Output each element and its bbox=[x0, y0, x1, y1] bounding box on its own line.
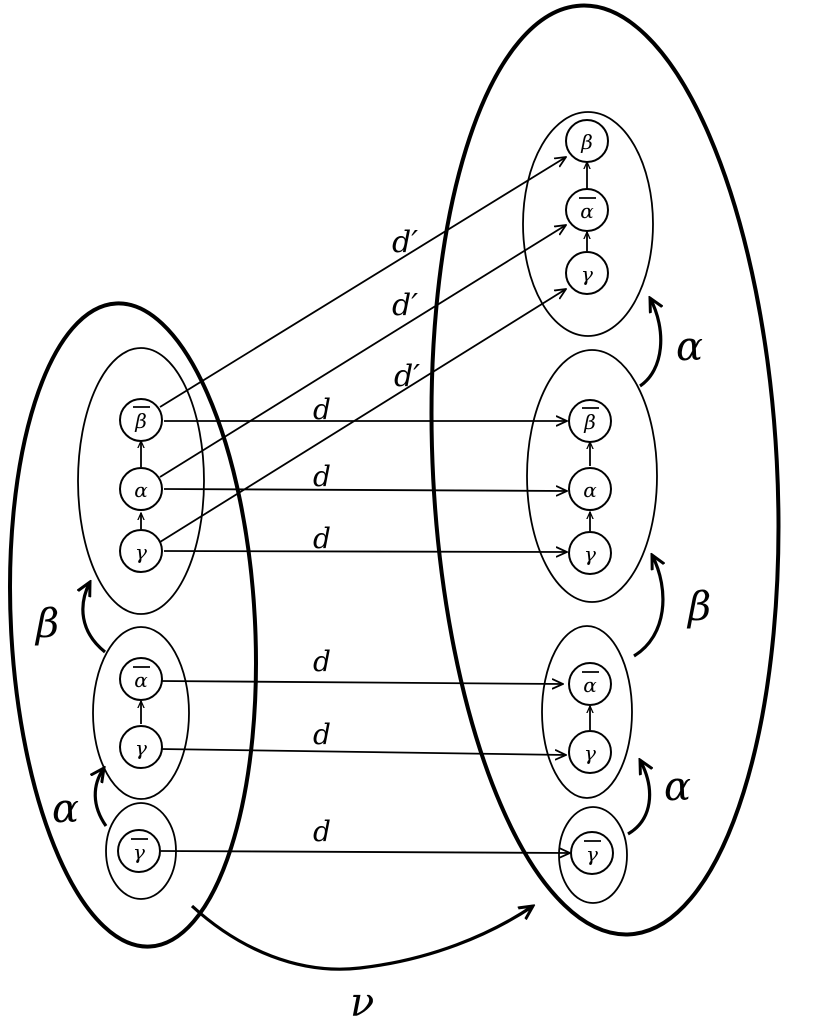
node-left-gamma-2 bbox=[119, 725, 163, 769]
curve-left-beta bbox=[83, 582, 107, 654]
right-big-ellipse bbox=[429, 3, 781, 937]
edge-label-d: d bbox=[313, 393, 331, 426]
node-label: β bbox=[580, 130, 593, 154]
left-top-group bbox=[77, 347, 205, 615]
node-label: β bbox=[583, 410, 596, 434]
left-big-ellipse bbox=[8, 301, 258, 949]
node-label: γ bbox=[584, 741, 596, 765]
node-left-beta-bar bbox=[119, 398, 163, 442]
d-arrow bbox=[159, 681, 563, 684]
d-prime-arrow bbox=[159, 289, 566, 543]
label-right-alpha-top: α bbox=[676, 324, 703, 370]
node-label: α bbox=[134, 668, 148, 692]
right-mid-group bbox=[526, 349, 658, 603]
node-right-alpha-bar bbox=[565, 188, 609, 232]
d-prime-arrow bbox=[159, 157, 566, 408]
node-left-gamma-bar bbox=[117, 829, 161, 873]
node-right-beta-bar bbox=[568, 399, 612, 443]
edge-label-d-prime: d′ bbox=[392, 225, 418, 260]
node-label: γ bbox=[135, 736, 147, 760]
left-mid-group bbox=[92, 626, 190, 800]
d-prime-arrow bbox=[159, 225, 566, 478]
node-right-gamma-bar bbox=[570, 831, 614, 875]
right-top-group bbox=[522, 111, 654, 337]
node-label: γ bbox=[133, 840, 145, 864]
edge-label-d: d bbox=[313, 718, 331, 751]
node-label: γ bbox=[586, 842, 598, 866]
node-right-gamma-2 bbox=[568, 531, 612, 575]
d-arrow bbox=[160, 851, 570, 853]
edge-label-d: d bbox=[313, 815, 331, 848]
right-low-group bbox=[541, 625, 633, 799]
d-arrow bbox=[159, 748, 566, 755]
node-right-alpha bbox=[568, 467, 612, 511]
node-right-beta bbox=[565, 119, 609, 163]
node-right-alpha-bar-2 bbox=[568, 662, 612, 706]
node-label: α bbox=[583, 478, 597, 502]
node-right-gamma bbox=[565, 251, 609, 295]
node-left-gamma bbox=[119, 529, 163, 573]
node-label: α bbox=[134, 478, 148, 502]
node-right-gamma-3 bbox=[568, 730, 612, 774]
node-label: α bbox=[583, 673, 597, 697]
label-left-beta: β bbox=[34, 601, 59, 647]
node-label: γ bbox=[581, 262, 593, 286]
d-arrow bbox=[163, 489, 567, 491]
curve-right-alpha-bottom bbox=[627, 760, 650, 836]
label-right-beta: β bbox=[686, 584, 711, 630]
edge-label-d: d bbox=[313, 645, 331, 678]
node-label: α bbox=[580, 199, 594, 223]
curve-nu bbox=[190, 906, 533, 971]
node-label: γ bbox=[584, 542, 596, 566]
edge-label-d-prime: d′ bbox=[394, 359, 420, 394]
curve-right-alpha-top bbox=[639, 298, 661, 388]
node-label: γ bbox=[135, 540, 147, 564]
label-left-alpha: α bbox=[52, 786, 79, 832]
edge-label-d: d bbox=[313, 522, 331, 555]
edge-label-d: d bbox=[313, 460, 331, 493]
edge-label-d-prime: d′ bbox=[392, 288, 418, 323]
node-left-alpha-bar bbox=[119, 657, 163, 701]
node-left-alpha bbox=[119, 467, 163, 511]
curve-right-beta bbox=[633, 555, 663, 658]
label-right-alpha-bottom: α bbox=[664, 764, 691, 810]
label-nu: ν bbox=[350, 980, 374, 1026]
curve-left-alpha bbox=[95, 768, 108, 827]
d-arrow bbox=[163, 551, 567, 552]
node-label: β bbox=[134, 409, 147, 433]
